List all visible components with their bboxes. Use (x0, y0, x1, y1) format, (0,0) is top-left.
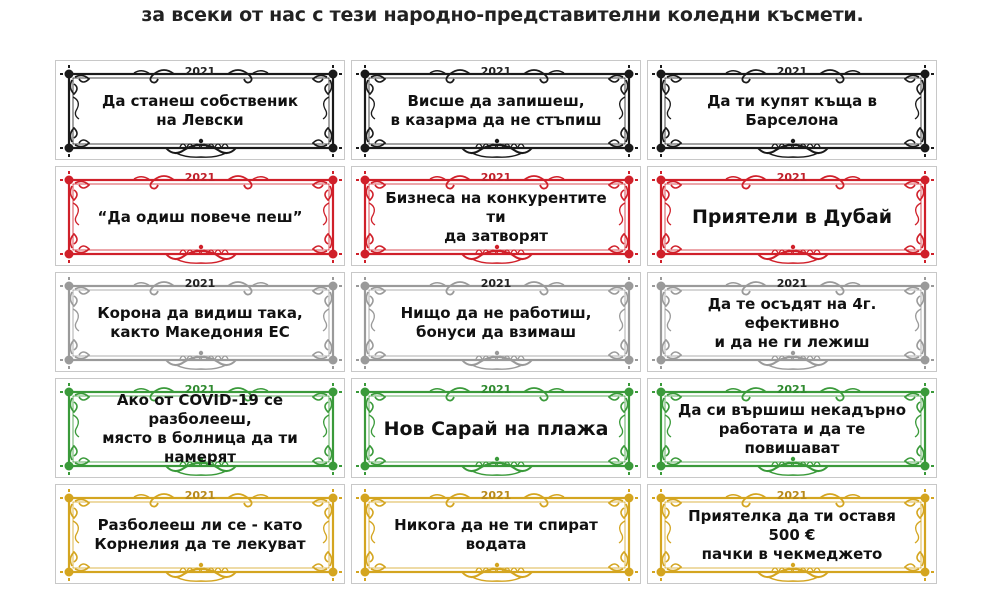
card-wish-text: “Да одиш повече пеш” (97, 207, 303, 226)
card-year: 2021 (776, 277, 808, 290)
card-year: 2021 (480, 489, 512, 502)
card-wish-text: Нов Сарай на плажа (383, 417, 609, 440)
ornamental-frame (60, 65, 342, 158)
card-year: 2021 (184, 171, 216, 184)
ornamental-frame (60, 489, 342, 582)
card-year: 2021 (184, 277, 216, 290)
card-year: 2021 (480, 277, 512, 290)
card-wish-text: Корона да видиш така, както Македония ЕС (97, 304, 303, 341)
card-wish-text: Бизнеса на конкурентите ти да затворят (385, 188, 607, 245)
ornamental-frame (652, 277, 934, 370)
card-year: 2021 (184, 489, 216, 502)
ornamental-frame (652, 383, 934, 476)
card-year: 2021 (776, 383, 808, 396)
card-year: 2021 (480, 65, 512, 78)
wish-card: 2021 Да станеш собственик на Левски (55, 60, 345, 160)
card-wish-text: Ако от COVID-19 се разболееш, място в бо… (102, 391, 298, 466)
card-wish-text: Никога да не ти спират водата (394, 516, 598, 553)
ornamental-frame (356, 277, 638, 370)
card-year: 2021 (480, 171, 512, 184)
card-wish-text: Приятелка да ти оставя 500 € пачки в чек… (688, 506, 896, 563)
card-wish-text: Да станеш собственик на Левски (101, 92, 299, 129)
card-wish-text: Да си вършиш некадърно работата и да те … (677, 400, 907, 457)
wish-card: 2021 Да те осъдят на 4г. ефективно и да н… (647, 272, 937, 372)
card-year: 2021 (776, 489, 808, 502)
card-wish-text: Нищо да не работиш, бонуси да взимаш (400, 304, 592, 341)
card-year: 2021 (184, 65, 216, 78)
card-wish-text: Висше да запишеш, в казарма да не стъпиш (390, 92, 602, 129)
ornamental-frame (652, 171, 934, 264)
ornamental-frame (356, 171, 638, 264)
wish-card: 2021 “Да одиш повече пеш” (55, 166, 345, 266)
wish-card: 2021 Да ти купят къща в Барселона (647, 60, 937, 160)
ornamental-frame (356, 489, 638, 582)
card-year: 2021 (776, 65, 808, 78)
card-year: 2021 (480, 383, 512, 396)
card-year: 2021 (776, 171, 808, 184)
card-wish-text: Приятели в Дубай (691, 205, 893, 228)
card-wish-text: Да те осъдят на 4г. ефективно и да не ги… (707, 294, 877, 351)
ornamental-frame (356, 383, 638, 476)
page-heading: за всеки от нас с тези народно-представи… (141, 4, 864, 26)
ornamental-frame (356, 65, 638, 158)
ornamental-frame (60, 383, 342, 476)
ornamental-frame (60, 277, 342, 370)
ornamental-frame (652, 65, 934, 158)
wish-card: 2021 Да си вършиш некадърно работата и да… (647, 378, 937, 478)
card-wish-text: Да ти купят къща в Барселона (707, 92, 877, 129)
card-year: 2021 (184, 383, 216, 396)
ornamental-frame (60, 171, 342, 264)
ornamental-frame (652, 489, 934, 582)
card-wish-text: Разболееш ли се - като Корнелия да те ле… (94, 516, 306, 553)
